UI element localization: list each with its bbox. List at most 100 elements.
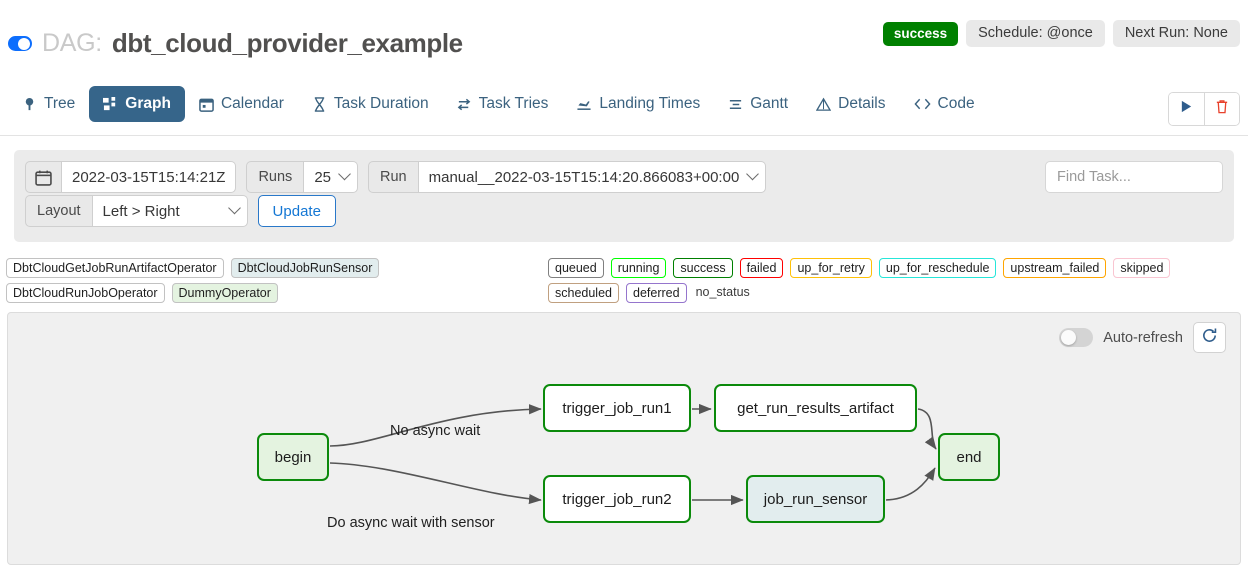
trash-icon <box>1215 99 1229 119</box>
legend-status-chip[interactable]: failed <box>739 258 784 278</box>
tree-icon <box>22 97 37 112</box>
next-run-badge: Next Run: None <box>1112 20 1240 47</box>
tab-task-tries[interactable]: Task Tries <box>443 86 563 122</box>
toolbar-row-secondary: Layout Left > Right Update <box>25 195 336 227</box>
runs-value: 25 <box>314 168 331 186</box>
dag-pause-toggle-icon[interactable] <box>8 36 32 51</box>
dag-graph-canvas[interactable]: begin trigger_job_run1 get_run_results_art… <box>8 313 1240 564</box>
tab-code[interactable]: Code <box>900 86 989 122</box>
schedule-badge[interactable]: Schedule: @once <box>966 20 1105 47</box>
header-badges: success Schedule: @once Next Run: None <box>882 20 1240 47</box>
tab-label: Calendar <box>220 95 284 112</box>
tab-label: Graph <box>125 95 171 112</box>
execution-date-group: 2022-03-15T15:14:21Z <box>25 161 237 193</box>
execution-date-input[interactable]: 2022-03-15T15:14:21Z <box>62 161 237 193</box>
tab-landing-times[interactable]: Landing Times <box>562 86 714 122</box>
graph-edges <box>329 403 937 506</box>
play-icon <box>1180 100 1193 118</box>
auto-refresh-bar: Auto-refresh <box>1059 322 1226 353</box>
tab-label: Gantt <box>750 95 789 112</box>
legend-status-chip[interactable]: up_for_retry <box>790 258 872 278</box>
tab-calendar[interactable]: Calendar <box>185 86 298 122</box>
view-tabs: Tree Graph Calendar Task Duration <box>8 86 989 122</box>
status-badge: success <box>882 21 959 46</box>
tab-label: Task Tries <box>478 95 549 112</box>
tab-label: Details <box>838 95 886 112</box>
run-label: Run <box>368 161 419 193</box>
graph-node-begin[interactable]: begin <box>257 433 329 481</box>
legend-operator-chip[interactable]: DbtCloudJobRunSensor <box>230 258 380 278</box>
run-value: manual__2022-03-15T15:14:20.866083+00:00 <box>428 168 740 186</box>
graph-node-trigger_job_run2[interactable]: trigger_job_run2 <box>543 475 691 523</box>
page-title: dbt_cloud_provider_example <box>111 28 463 58</box>
legend-status-chip[interactable]: upstream_failed <box>1003 258 1107 278</box>
graph-node-end[interactable]: end <box>938 433 1000 481</box>
dag-title-row: DAG: dbt_cloud_provider_example <box>8 28 463 59</box>
tab-graph[interactable]: Graph <box>89 86 185 122</box>
legend-status-chip[interactable]: running <box>610 258 667 278</box>
retry-icon <box>457 97 472 112</box>
dag-actions <box>1168 92 1240 126</box>
calendar-icon[interactable] <box>25 161 62 193</box>
layout-value: Left > Right <box>102 202 180 220</box>
legend-operator-chip[interactable]: DummyOperator <box>171 283 278 303</box>
run-filter-toolbar: 2022-03-15T15:14:21Z Runs 25 Run manual_… <box>14 150 1234 242</box>
layout-select[interactable]: Left > Right <box>92 195 248 227</box>
legend-operator-chip[interactable]: DbtCloudRunJobOperator <box>6 283 165 303</box>
tab-label: Landing Times <box>599 95 701 112</box>
legend-status-chip[interactable]: queued <box>548 258 604 278</box>
tab-gantt[interactable]: Gantt <box>714 86 802 122</box>
trigger-dag-button[interactable] <box>1169 93 1204 125</box>
tab-task-duration[interactable]: Task Duration <box>298 86 443 122</box>
tab-label: Tree <box>44 95 76 112</box>
legend-status-chip[interactable]: success <box>673 258 733 278</box>
calendar-icon <box>199 97 214 112</box>
runs-select[interactable]: 25 <box>304 161 358 193</box>
legend-status-chip[interactable]: no_status <box>695 285 750 299</box>
graph-node-trigger_job_run1[interactable]: trigger_job_run1 <box>543 384 691 432</box>
runs-label: Runs <box>246 161 305 193</box>
chevron-down-icon <box>227 201 241 215</box>
legend-status-chip[interactable]: skipped <box>1113 258 1171 278</box>
legend-status-chip[interactable]: scheduled <box>548 283 619 303</box>
gantt-icon <box>728 97 743 112</box>
chevron-down-icon <box>746 167 760 181</box>
graph-icon <box>103 96 118 112</box>
toolbar-row-primary: 2022-03-15T15:14:21Z Runs 25 Run manual_… <box>25 161 767 193</box>
code-icon <box>913 97 931 111</box>
view-tabs-bar: Tree Graph Calendar Task Duration <box>0 78 1248 136</box>
update-button[interactable]: Update <box>257 195 336 227</box>
legend-status-chip[interactable]: up_for_reschedule <box>878 258 997 278</box>
graph-node-get_run_results_artifact[interactable]: get_run_results_artifact <box>714 384 917 432</box>
tab-label: Task Duration <box>333 95 429 112</box>
auto-refresh-label: Auto-refresh <box>1103 329 1183 346</box>
chevron-down-icon <box>338 167 351 181</box>
graph-node-job_run_sensor[interactable]: job_run_sensor <box>746 475 885 523</box>
run-group: Run manual__2022-03-15T15:14:20.866083+0… <box>368 161 767 193</box>
tab-tree[interactable]: Tree <box>8 86 89 122</box>
run-select[interactable]: manual__2022-03-15T15:14:20.866083+00:00 <box>418 161 767 193</box>
layout-label: Layout <box>25 195 93 227</box>
dag-label: DAG: <box>42 29 102 57</box>
delete-dag-button[interactable] <box>1204 93 1239 125</box>
auto-refresh-toggle[interactable] <box>1059 328 1094 347</box>
graph-panel: Auto-refresh begin <box>7 312 1241 565</box>
graph-edge-label: Do async wait with sensor <box>327 515 495 531</box>
legend-operator-chip[interactable]: DbtCloudGetJobRunArtifactOperator <box>6 258 224 278</box>
layout-group: Layout Left > Right <box>25 195 248 227</box>
find-task-input[interactable]: Find Task... <box>1045 161 1223 193</box>
triangle-icon <box>816 97 832 112</box>
graph-edge-label: No async wait <box>390 423 481 439</box>
refresh-button[interactable] <box>1193 322 1226 353</box>
refresh-icon <box>1201 327 1218 349</box>
tab-label: Code <box>937 95 975 112</box>
status-legend: queued running success failed up_for_retry up… <box>548 258 1244 303</box>
page-header: DAG: dbt_cloud_provider_example success … <box>0 0 1248 72</box>
runs-group: Runs 25 <box>246 161 358 193</box>
legend-status-chip[interactable]: deferred <box>626 283 687 303</box>
tab-details[interactable]: Details <box>802 86 899 122</box>
hourglass-icon <box>312 96 327 112</box>
